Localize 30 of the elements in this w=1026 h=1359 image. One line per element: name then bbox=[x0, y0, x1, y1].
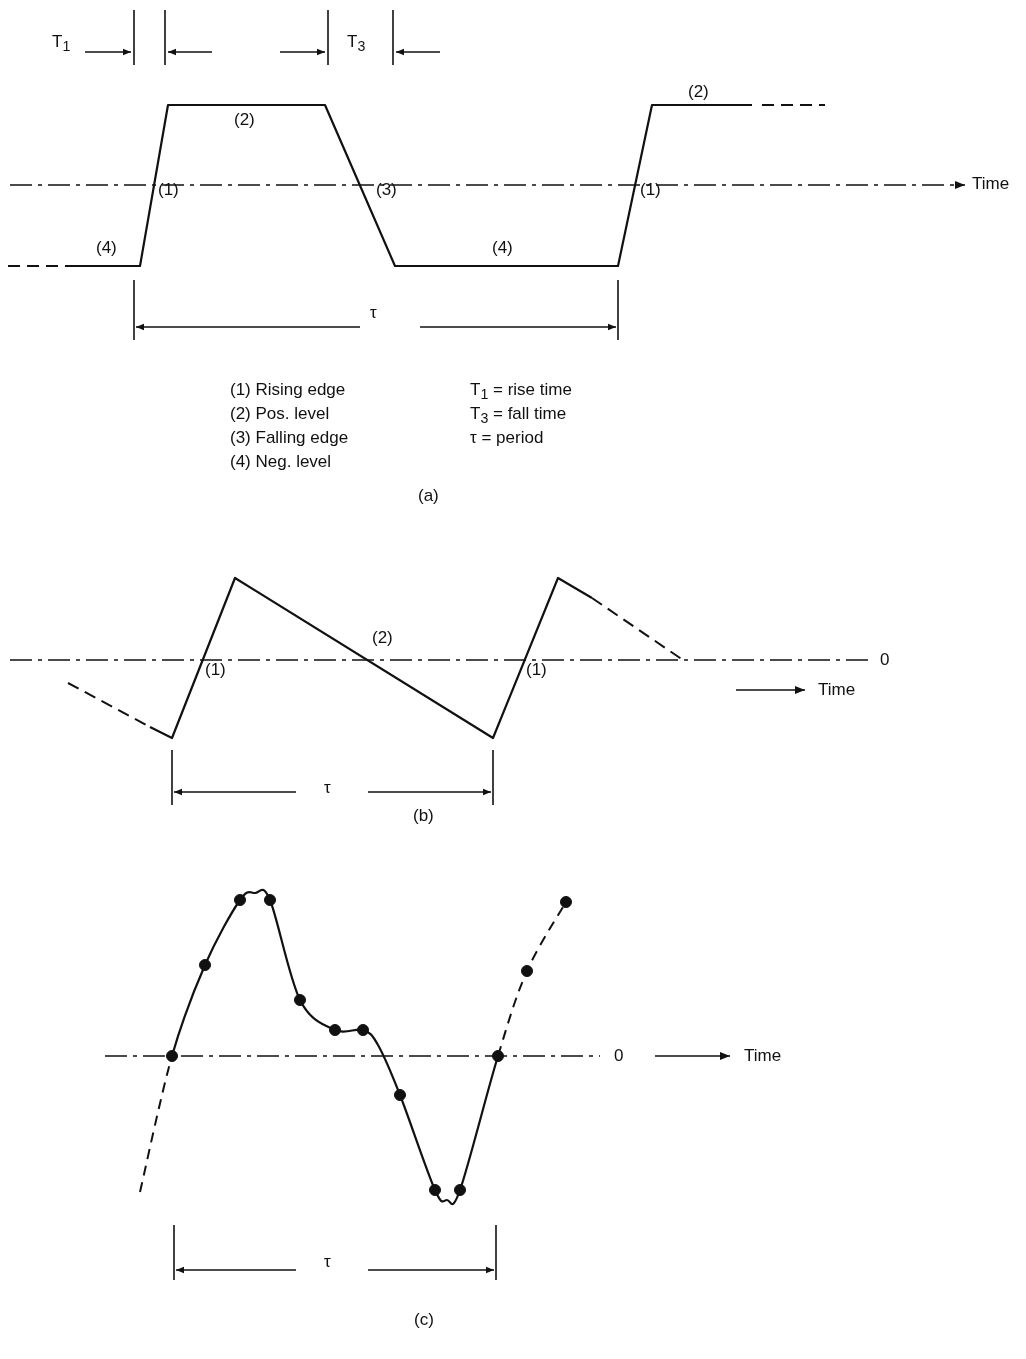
axis-label: Time bbox=[744, 1046, 782, 1066]
callout-number: (1) bbox=[640, 180, 661, 200]
callout-number: (1) bbox=[205, 660, 226, 680]
callout-number: (2) bbox=[234, 110, 255, 130]
dimension-label: τ bbox=[324, 1252, 331, 1272]
legend-text: T$_{1}$ = rise time bbox=[470, 380, 572, 405]
axis-label: Time bbox=[972, 174, 1010, 194]
legend-text: T$_{3}$ = fall time bbox=[470, 404, 567, 429]
axis-label: Time bbox=[818, 680, 856, 700]
axis-label: 0 bbox=[880, 650, 890, 670]
legend-text: (1) Rising edge bbox=[230, 380, 346, 400]
dimension-label: τ bbox=[324, 778, 331, 798]
panel-caption: (c) bbox=[414, 1310, 434, 1330]
callout-number: (2) bbox=[688, 82, 709, 102]
dimension-label: τ bbox=[370, 303, 377, 323]
legend-text: (4) Neg. level bbox=[230, 452, 332, 472]
panel-caption: (a) bbox=[418, 486, 439, 506]
axis-label: 0 bbox=[614, 1046, 624, 1066]
legend-text: (3) Falling edge bbox=[230, 428, 349, 448]
legend-text: τ = period bbox=[470, 428, 544, 448]
callout-number: (1) bbox=[526, 660, 547, 680]
legend-text: (2) Pos. level bbox=[230, 404, 330, 424]
callout-number: (1) bbox=[158, 180, 179, 200]
dimension-label: T$_{3}$ bbox=[347, 32, 366, 57]
callout-number: (2) bbox=[372, 628, 393, 648]
callout-number: (4) bbox=[96, 238, 117, 258]
dimension-label: T$_{1}$ bbox=[52, 32, 71, 57]
callout-number: (4) bbox=[492, 238, 513, 258]
callout-number: (3) bbox=[376, 180, 397, 200]
panel-caption: (b) bbox=[413, 806, 434, 826]
